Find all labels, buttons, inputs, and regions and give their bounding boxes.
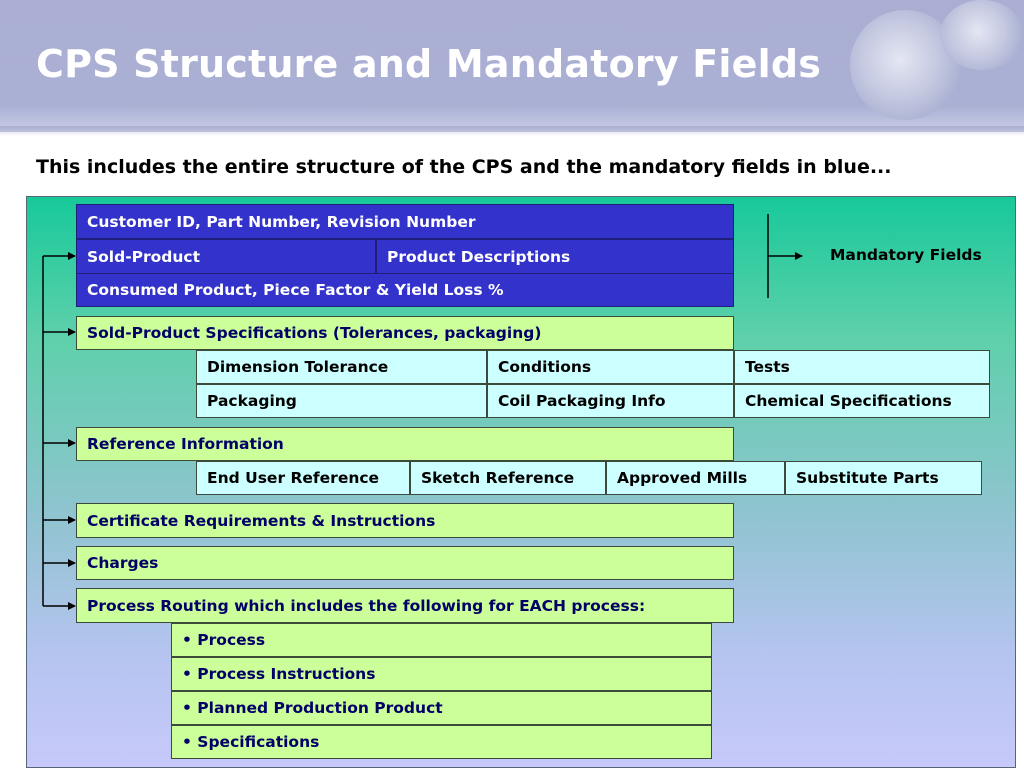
header-shadow [0,126,1024,136]
spec-item: Tests [734,350,990,384]
routing-item: • Process [171,623,712,657]
mandatory-row-consumed-product: Consumed Product, Piece Factor & Yield L… [76,273,734,307]
mandatory-fields-label: Mandatory Fields [830,246,982,264]
spec-item: Packaging [196,384,487,418]
mandatory-row-product-descriptions: Product Descriptions [376,239,734,274]
routing-item: • Specifications [171,725,712,759]
section-certificate-requirements: Certificate Requirements & Instructions [76,503,734,538]
globe-decoration-small [940,0,1024,70]
slide-subtitle: This includes the entire structure of th… [36,156,892,178]
reference-item: Approved Mills [606,461,785,495]
reference-item: Sketch Reference [410,461,606,495]
mandatory-row-sold-product: Sold-Product [76,239,376,274]
reference-item: Substitute Parts [785,461,982,495]
spec-item: Conditions [487,350,734,384]
reference-item: End User Reference [196,461,410,495]
spec-item: Coil Packaging Info [487,384,734,418]
spec-item: Chemical Specifications [734,384,990,418]
routing-item: • Planned Production Product [171,691,712,725]
section-reference-information: Reference Information [76,427,734,461]
slide-header-band [0,0,1024,132]
slide-title: CPS Structure and Mandatory Fields [36,42,822,86]
routing-item: • Process Instructions [171,657,712,691]
section-charges: Charges [76,546,734,580]
mandatory-row-customer-id: Customer ID, Part Number, Revision Numbe… [76,204,734,239]
section-process-routing: Process Routing which includes the follo… [76,588,734,623]
spec-item: Dimension Tolerance [196,350,487,384]
section-sold-product-specifications: Sold-Product Specifications (Tolerances,… [76,316,734,350]
